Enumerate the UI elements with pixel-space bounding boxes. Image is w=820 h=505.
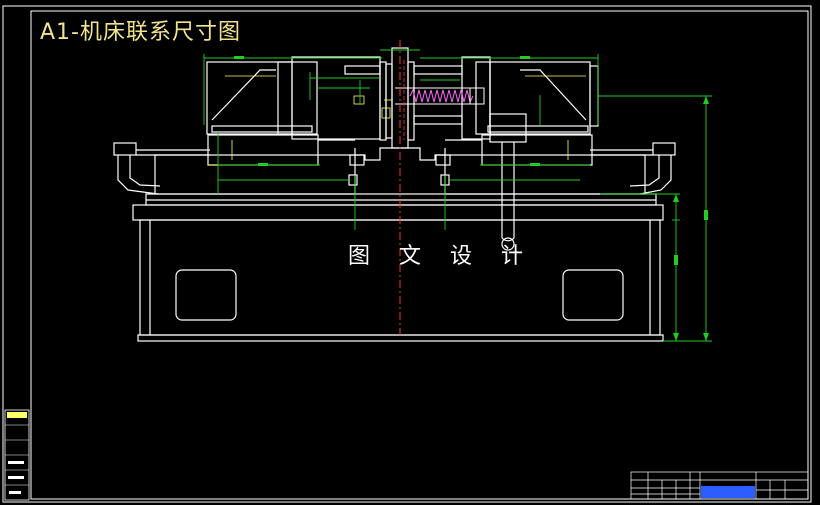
- clamp-spring: [409, 88, 474, 104]
- worktable: [132, 193, 664, 221]
- left-bracket: [113, 142, 210, 195]
- dimension-lines: [203, 49, 712, 342]
- sheet-border: [2, 5, 812, 503]
- base-window-right: [562, 269, 624, 321]
- right-headstock: [461, 56, 599, 140]
- dimension-ticks: [234, 56, 708, 265]
- watermark-text: 图 文 设 计: [348, 244, 534, 269]
- right-bracket: [590, 142, 676, 195]
- drawing-title: A1-机床联系尺寸图: [40, 20, 241, 45]
- left-margin-block: [4, 409, 30, 501]
- right-slide-base: [444, 134, 646, 195]
- left-slide-base: [154, 134, 356, 195]
- title-block: [630, 471, 809, 500]
- dimension-arrows: [673, 96, 709, 341]
- clamp-rods: [395, 87, 485, 105]
- hatching: [208, 75, 590, 166]
- title-block-name-cell: [701, 486, 755, 498]
- base-window-left: [175, 269, 237, 321]
- pendant-hook: [489, 113, 527, 251]
- left-spindle: [344, 61, 393, 141]
